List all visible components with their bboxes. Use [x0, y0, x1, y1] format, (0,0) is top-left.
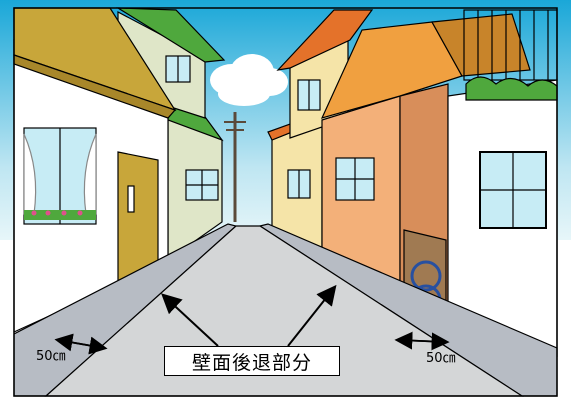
arrow-up-left-icon: [161, 293, 219, 347]
right-white-house: [447, 9, 558, 357]
setback-width-label-right: 50㎝: [426, 351, 456, 366]
double-arrow-icon: [394, 331, 450, 351]
left-far-house: [167, 101, 224, 262]
double-arrow-icon: [54, 333, 108, 355]
utility-pole: [224, 112, 246, 222]
arrow-up-right-icon: [287, 284, 337, 347]
frame: [13, 7, 558, 397]
cloud: [210, 54, 288, 106]
setback-area-callout: 壁面後退部分: [164, 346, 340, 376]
setback-width-label-left: 50㎝: [36, 349, 66, 364]
